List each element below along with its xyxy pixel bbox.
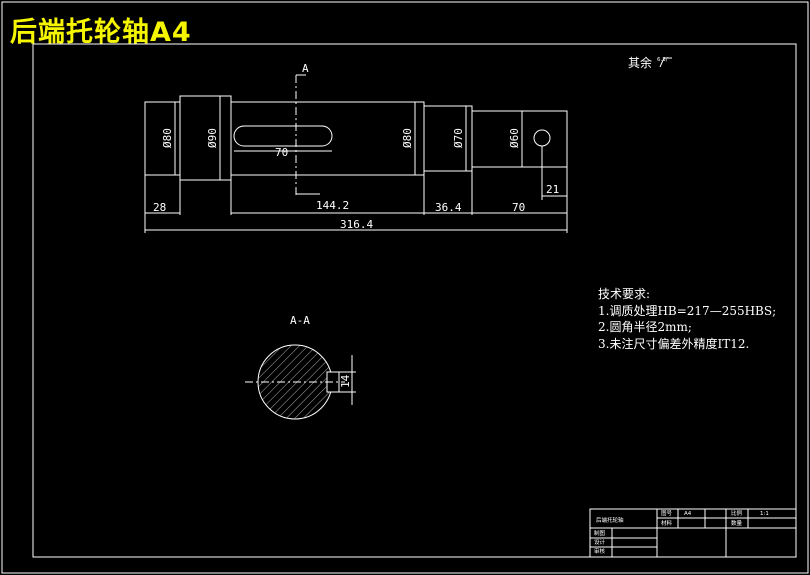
dim-l4: 70: [512, 201, 525, 214]
tb-name: 后端托轮轴: [596, 516, 624, 524]
tb-label-check: 审核: [594, 547, 606, 555]
dim-l3: 36.4: [435, 201, 462, 214]
roughness-symbol: [659, 57, 672, 68]
tech-item-2: 2.圆角半径2mm;: [598, 320, 692, 334]
inner-frame: [32, 43, 797, 558]
dim-pin: 21: [546, 183, 559, 196]
keyway: [233, 125, 333, 147]
dim-d5: Ø60: [508, 128, 521, 148]
dim-d3: Ø80: [401, 128, 414, 148]
dim-d1: Ø80: [161, 128, 174, 148]
tech-heading: 技术要求:: [598, 287, 650, 301]
dim-section: 14: [339, 374, 352, 388]
tb-label-draw: 制图: [594, 529, 606, 537]
dim-l2: 144.2: [316, 199, 349, 212]
view-marker-a: A: [302, 62, 309, 75]
surface-note: 其余: [628, 55, 652, 70]
shaft-section-3: [230, 101, 425, 176]
shaft-front-view: [144, 74, 568, 233]
dim-d2: Ø90: [206, 128, 219, 148]
dim-keyway: 70: [275, 146, 288, 159]
shaft-section-5: [471, 110, 568, 168]
tb-label-mat: 材料: [661, 519, 673, 527]
dim-l1: 28: [153, 201, 166, 214]
drawing-title: 后端托轮轴A4: [10, 17, 192, 48]
tech-item-3: 3.未注尺寸偏差外精度IT12.: [598, 336, 749, 351]
section-view: A-A 14: [245, 314, 356, 420]
dim-d4: Ø70: [452, 128, 465, 148]
view-marker-section: A-A: [290, 314, 310, 327]
tb-val-scale: 1:1: [760, 511, 769, 517]
tb-label-design: 设计: [594, 538, 606, 546]
pin-hole: [533, 129, 551, 147]
tb-label-qty: 数量: [731, 519, 743, 527]
surface-symbol: 6.3/: [657, 57, 668, 63]
title-block: 后端托轮轴 图号 A4 比例 1:1 材料 数量 制图 设计 审核: [589, 508, 797, 558]
dim-total: 316.4: [340, 218, 373, 231]
tb-label-scale: 比例: [731, 509, 743, 517]
tech-item-1: 1.调质处理HB=217—255HBS;: [598, 304, 776, 318]
tb-label-no: 图号: [661, 509, 673, 517]
tb-val-no: A4: [684, 511, 692, 517]
